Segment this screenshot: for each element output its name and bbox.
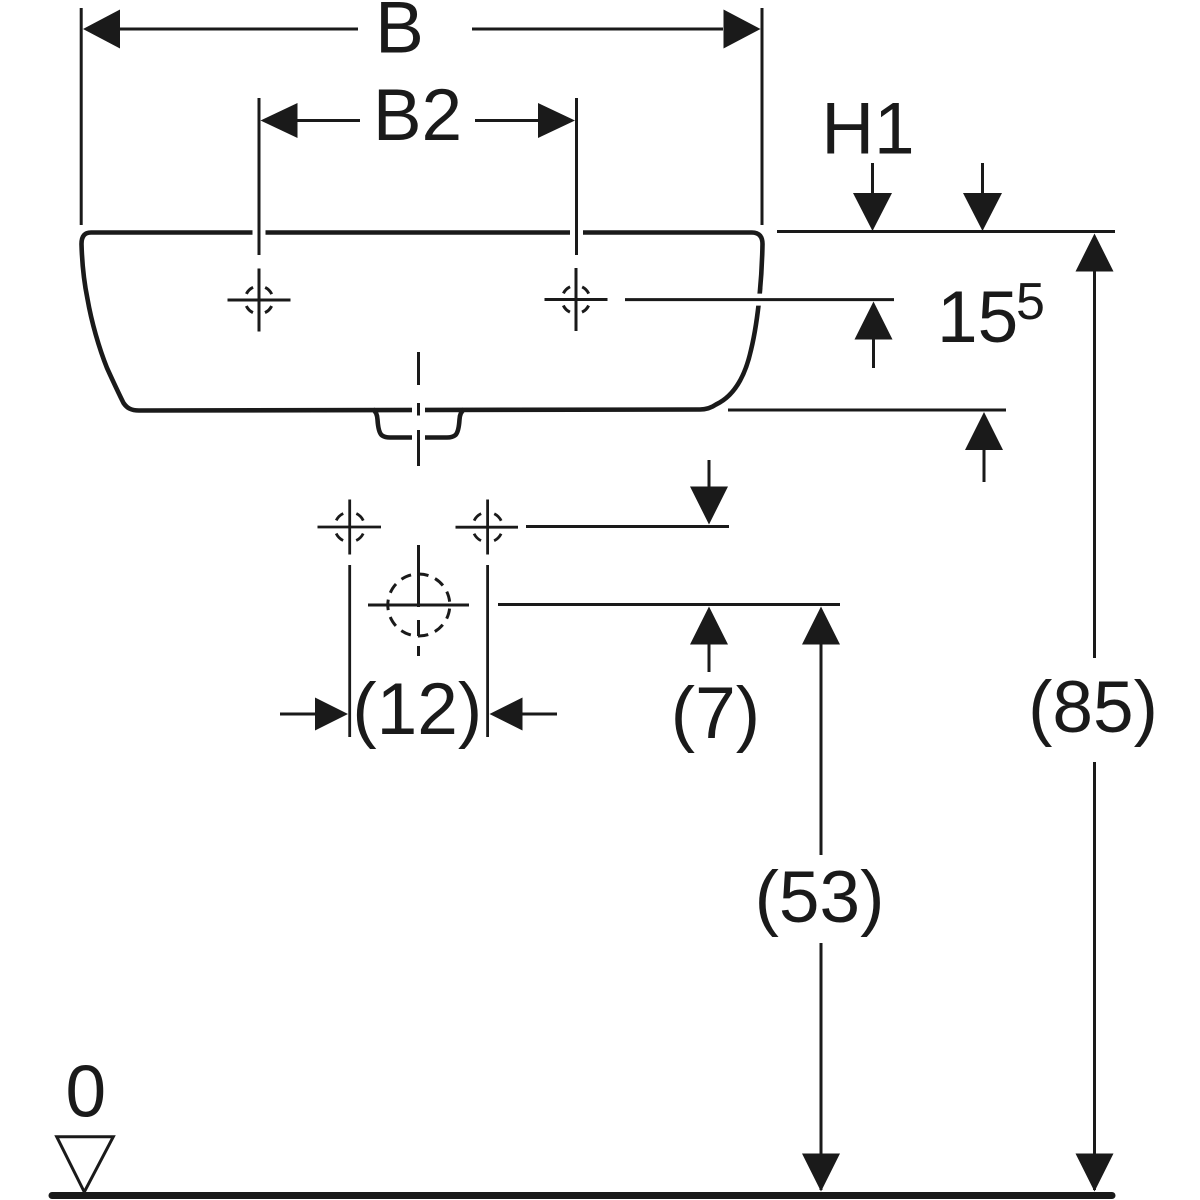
svg-text:(7): (7) xyxy=(671,673,760,754)
svg-text:0: 0 xyxy=(65,1052,106,1133)
svg-text:B2: B2 xyxy=(373,75,462,156)
svg-text:H1: H1 xyxy=(821,89,914,170)
svg-text:15: 15 xyxy=(937,277,1018,358)
svg-text:5: 5 xyxy=(1016,273,1045,331)
svg-text:(85): (85) xyxy=(1028,667,1158,748)
svg-text:(53): (53) xyxy=(755,857,885,938)
svg-text:B: B xyxy=(375,0,424,69)
svg-text:(12): (12) xyxy=(352,669,482,750)
